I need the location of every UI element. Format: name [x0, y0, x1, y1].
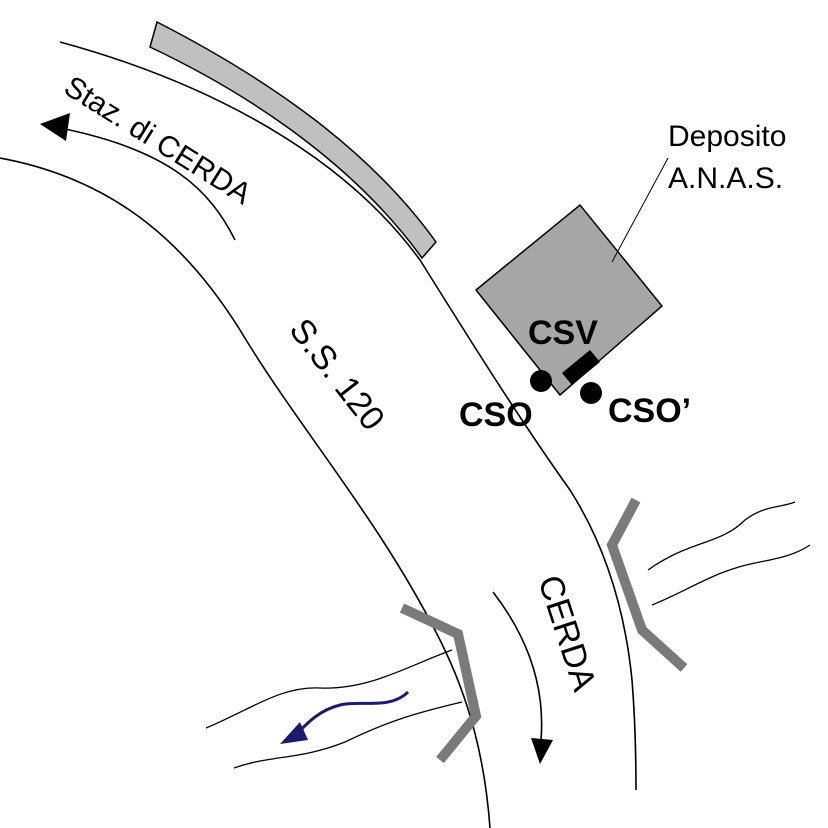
depot-building — [474, 203, 664, 397]
cerda-label: CERDA — [530, 571, 603, 696]
left-stream-bank-upper — [205, 649, 453, 729]
cerda-direction-line — [492, 591, 543, 741]
depot-leader-line — [611, 157, 669, 263]
road-edge-right — [59, 41, 637, 791]
retaining-wall — [149, 20, 437, 260]
cso-prime-point — [580, 382, 602, 404]
left-stream-bank-lower — [233, 701, 463, 769]
cso-label: CSO — [459, 396, 533, 434]
station-label: Staz. di CERDA — [58, 70, 256, 211]
csv-marker — [562, 350, 600, 385]
station-direction-line — [59, 127, 236, 241]
csv-label: CSV — [528, 314, 598, 352]
depot-label-line1: Deposito — [668, 120, 786, 153]
depot-label-line2: A.N.A.S. — [668, 162, 783, 195]
cso-point — [530, 370, 552, 392]
cerda-direction-arrowhead — [531, 738, 553, 764]
river-flow-line — [294, 690, 410, 737]
right-stream-bank-upper — [647, 501, 796, 571]
right-stream-bank-lower — [651, 544, 811, 606]
station-direction-arrowhead — [40, 113, 70, 141]
right-bridge-parapet — [606, 497, 688, 672]
river-flow-arrowhead — [280, 722, 308, 744]
cso-prime-label: CSO’ — [608, 392, 691, 430]
left-bridge-parapet — [399, 603, 482, 764]
road-edge-left — [0, 157, 491, 828]
